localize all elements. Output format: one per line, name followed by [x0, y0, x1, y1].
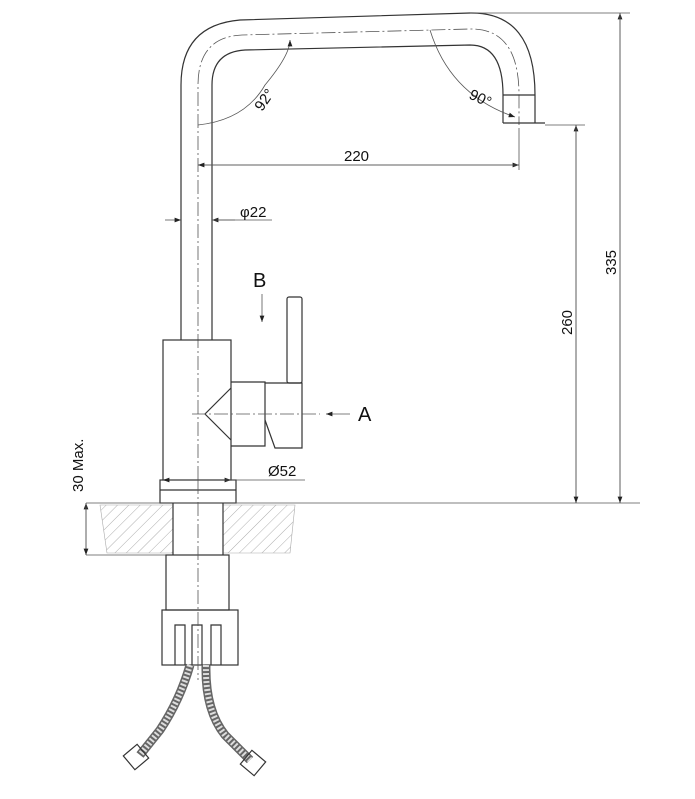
- base-and-counter: [86, 479, 640, 680]
- view-b-label: B: [253, 270, 266, 292]
- dimensions: 92° 90° 220 φ22 335 260 Ø52 30 Max.: [70, 12, 630, 555]
- spout-height-label: 260: [559, 310, 576, 335]
- total-height-label: 335: [603, 250, 620, 275]
- view-a-label: A: [358, 404, 372, 426]
- faucet-body: [162, 296, 320, 481]
- view-markers: B A: [253, 270, 372, 426]
- angle-right-label: 90°: [466, 86, 494, 111]
- counter-thickness-label: 30 Max.: [70, 439, 87, 492]
- supply-hoses: [122, 663, 267, 777]
- angle-left-label: 92°: [251, 86, 278, 114]
- base-diameter-label: Ø52: [268, 463, 296, 480]
- reach-dimension-label: 220: [344, 148, 369, 165]
- pipe-diameter-label: φ22: [240, 204, 266, 221]
